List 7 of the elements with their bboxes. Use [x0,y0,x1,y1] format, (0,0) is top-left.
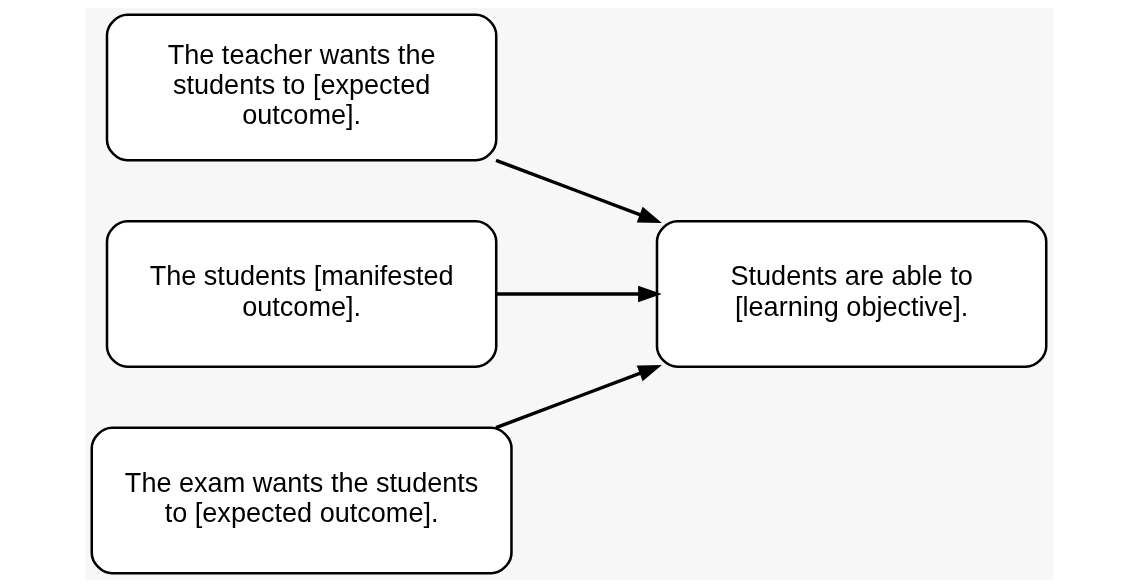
node-box: The teacher wants the students to [expected outcome]. [105,13,498,162]
arrow [496,285,662,303]
node-box: The exam wants the students to [expected outcome]. [90,426,513,575]
arrow [495,158,662,223]
arrow [495,365,662,430]
node-box: The students [manifested outcome]. [105,219,498,369]
node-box: Students are able to [learning objective]. [655,219,1048,369]
